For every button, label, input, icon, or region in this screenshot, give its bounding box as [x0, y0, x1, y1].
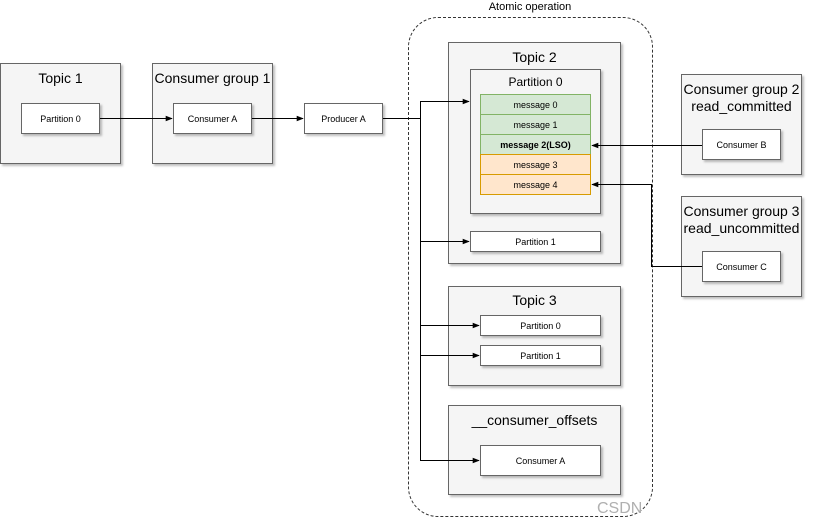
- consumer-group-2-title-line1: Consumer group 2: [683, 81, 800, 97]
- consumer-offsets-consumer-a: Consumer A: [480, 445, 601, 476]
- topic-1-container: [0, 63, 121, 164]
- message-1: message 1: [480, 114, 591, 135]
- message-2-lso: message 2(LSO): [480, 134, 591, 155]
- topic-1-title: Topic 1: [38, 70, 83, 86]
- topic-3-title: Topic 3: [512, 292, 557, 308]
- topic-2-partition-0-title: Partition 0: [508, 75, 563, 89]
- producer-a: Producer A: [304, 103, 383, 134]
- consumer-group-1-title: Consumer group 1: [154, 70, 271, 86]
- topic-1-partition-0: Partition 0: [21, 103, 100, 134]
- message-4: message 4: [480, 174, 591, 195]
- message-0: message 0: [480, 94, 591, 115]
- atomic-operation-label: Atomic operation: [488, 1, 572, 13]
- consumer-group-1-consumer-a: Consumer A: [173, 103, 252, 134]
- topic-2-title: Topic 2: [512, 49, 557, 65]
- topic-3-partition-0: Partition 0: [480, 315, 601, 336]
- watermark: CSDN: [597, 500, 643, 517]
- consumer-group-3-consumer-c: Consumer C: [702, 251, 781, 282]
- topic-2-partition-1: Partition 1: [470, 231, 601, 252]
- consumer-group-3-title-line2: read_uncommitted: [683, 220, 800, 236]
- topic-3-partition-1: Partition 1: [480, 345, 601, 366]
- consumer-group-2-consumer-b: Consumer B: [702, 129, 781, 160]
- topic-3-container: [448, 286, 621, 386]
- consumer-group-2-title-line2: read_committed: [691, 98, 792, 114]
- consumer-offsets-title: __consumer_offsets: [471, 412, 598, 428]
- message-3: message 3: [480, 154, 591, 175]
- atomic-operation-boundary: [408, 17, 653, 517]
- consumer-group-3-title-line1: Consumer group 3: [683, 203, 800, 219]
